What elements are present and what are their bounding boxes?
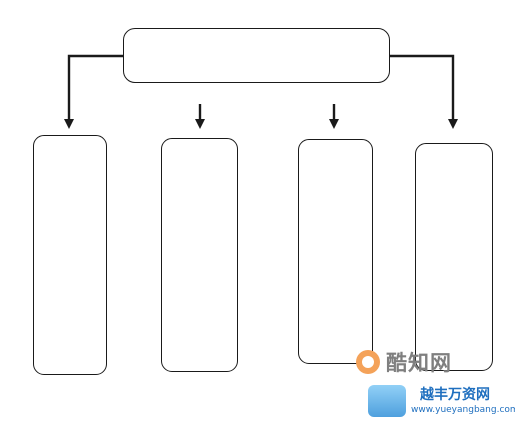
watermark-2-url: www.yueyangbang.com xyxy=(411,405,515,415)
watermark-2-icon xyxy=(368,385,406,417)
connector-right-elbow xyxy=(390,54,458,129)
watermark-1-text: 酷知网 xyxy=(386,351,452,375)
watermark-1-icon xyxy=(356,350,380,374)
watermark-logo-2: 越丰万资网 www.yueyangbang.com xyxy=(364,381,515,421)
watermark-logo-1: 酷知网 xyxy=(356,347,468,377)
column-box-4 xyxy=(415,143,493,371)
column-box-2 xyxy=(161,138,238,372)
watermark-2-title: 越丰万资网 xyxy=(420,387,490,403)
connector-left-elbow xyxy=(64,54,123,129)
column-box-3 xyxy=(298,139,373,364)
column-box-1 xyxy=(33,135,107,375)
top-box xyxy=(123,28,390,83)
